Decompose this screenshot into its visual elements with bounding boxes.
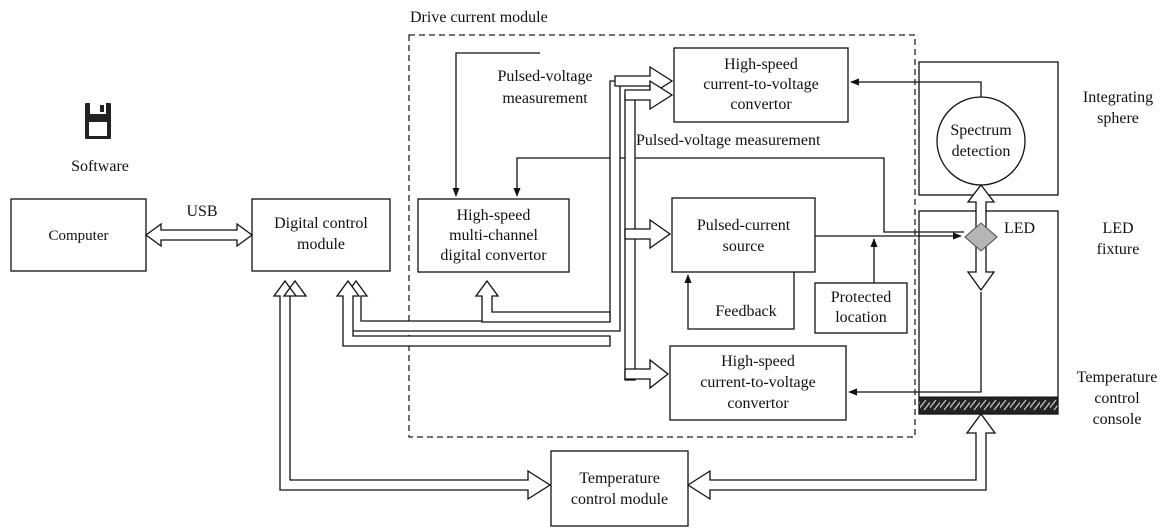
feedback-line xyxy=(684,272,795,330)
integrating-sphere-label-1: Integrating xyxy=(1082,89,1154,106)
led-fixture-label-2: fixture xyxy=(1096,241,1140,258)
pulsed-voltage-mid-line xyxy=(513,157,964,233)
adc-label-1: High-speed xyxy=(456,207,531,224)
temp-console-label-1: Temperature xyxy=(1076,369,1158,386)
spectrum-signal-line xyxy=(850,78,982,97)
adc-label-2: multi-channel xyxy=(449,227,538,244)
spectrum-label-2: detection xyxy=(951,143,1011,160)
civ-bottom-box xyxy=(669,345,847,421)
led-diamond-top xyxy=(964,222,998,252)
software-label: Software xyxy=(71,158,129,175)
pulsed-voltage-left-2: measurement xyxy=(502,90,588,107)
temp-module-label-2: control module xyxy=(570,491,669,508)
adc-box xyxy=(417,198,570,273)
led-fixture-label-1: LED xyxy=(1102,220,1134,237)
civ-bottom-label-3: convertor xyxy=(727,395,789,412)
usb-double-arrow xyxy=(144,222,254,248)
integrating-sphere-label-2: sphere xyxy=(1097,110,1139,127)
bus-to-civ-bottom xyxy=(624,358,670,390)
civ-bottom-label-1: High-speed xyxy=(721,353,795,370)
pulsed-voltage-left-1: Pulsed-voltage xyxy=(497,68,593,85)
pulsed-current-label-1: Pulsed-current xyxy=(696,217,791,234)
temp-console-label-3: console xyxy=(1092,411,1142,428)
civ-top-label-3: convertor xyxy=(730,96,792,113)
civ-top-label-2: current-to-voltage xyxy=(703,76,819,93)
led-label: LED xyxy=(1004,220,1036,237)
civ-top-label-1: High-speed xyxy=(724,56,798,73)
protected-location-box xyxy=(814,282,908,334)
protected-label-1: Protected xyxy=(830,289,892,306)
bus-temp-module-to-console xyxy=(686,412,997,501)
computer-box xyxy=(10,198,147,272)
pulsed-voltage-mid-label: Pulsed-voltage measurement xyxy=(636,132,821,149)
temp-module-label-1: Temperature xyxy=(579,470,660,487)
bus-digital-to-temp-module xyxy=(272,279,552,501)
temperature-plate xyxy=(918,396,1059,415)
pulsed-voltage-left-line xyxy=(452,52,540,197)
spectrum-label-1: Spectrum xyxy=(950,122,1012,139)
temp-console-label-2: control xyxy=(1094,390,1140,407)
led-to-civ-bottom-line xyxy=(848,292,982,396)
digital-control-label-1: Digital control xyxy=(274,215,368,232)
drive-current-module-boundary xyxy=(408,34,916,438)
bus-to-pulsed-current xyxy=(624,218,672,250)
temperature-module-box xyxy=(550,450,689,527)
bus-to-adc xyxy=(474,279,611,323)
spectrum-detection-circle xyxy=(936,96,1026,186)
bus-digital-lower xyxy=(335,279,611,347)
drive-module-title: Drive current module xyxy=(410,9,548,26)
adc-label-3: digital convertor xyxy=(440,247,547,264)
software-floppy-icon xyxy=(85,103,111,139)
pulsed-current-label-2: source xyxy=(722,238,765,255)
branch-to-civ-top-lower xyxy=(624,79,674,111)
civ-top-box xyxy=(673,47,849,123)
civ-bottom-label-2: current-to-voltage xyxy=(700,374,816,391)
pulsed-current-box xyxy=(671,197,816,273)
protected-label-2: location xyxy=(835,309,887,326)
feedback-label: Feedback xyxy=(715,303,777,320)
computer-label: Computer xyxy=(48,228,109,244)
usb-label: USB xyxy=(186,203,218,220)
digital-control-label-2: module xyxy=(297,236,345,253)
